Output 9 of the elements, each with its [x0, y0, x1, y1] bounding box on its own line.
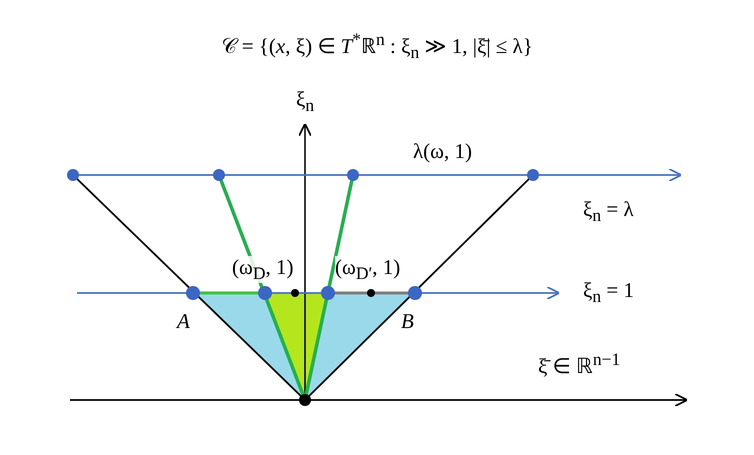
point-label: A — [177, 310, 190, 334]
line-label: ξ$_{n}$ = 1 — [583, 279, 634, 306]
formula-title: 𝒞 = {(x, ξ) ∈ T$^{*}$ℝ$^{n}$ : ξ$_{n}$ ≫ 1, |ξ̄| ≤ λ} — [222, 30, 533, 62]
axis-label: ξ$_{n}$ — [296, 88, 314, 116]
line-label: ξ$_{n}$ = λ — [583, 198, 634, 226]
axis-label: ξ̄ ∈ ℝ$^{n−1}$ — [538, 350, 620, 378]
point-label: B — [401, 310, 414, 334]
line-label: λ(ω, 1) — [413, 140, 472, 164]
point-label: (ω$_{D}$, 1) — [232, 256, 294, 284]
